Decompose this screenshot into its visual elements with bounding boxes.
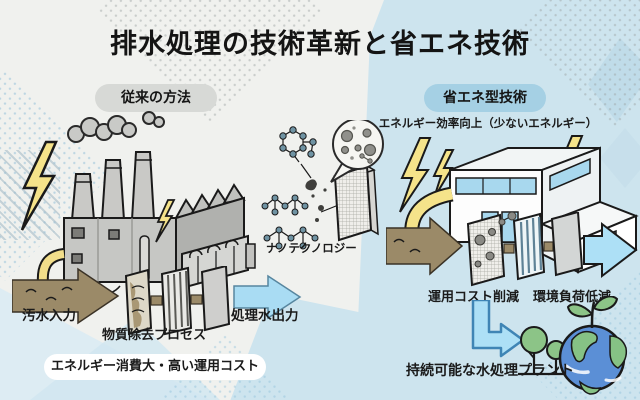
clean-water-arrow-icon: [233, 274, 302, 320]
clean-water-arrow-icon: [583, 221, 638, 279]
removal-process-label: 物質除去プロセス: [102, 328, 207, 343]
legacy-flow-illustration: [12, 266, 302, 336]
env-load-label: 環境負荷低減: [533, 290, 612, 305]
sustainable-plant-label: 持続可能な水処理プラント: [406, 363, 574, 379]
efficiency-subtitle: エネルギー効率向上（少ないエネルギー）: [378, 116, 598, 130]
treated-output-label: 処理水出力: [231, 308, 299, 324]
legacy-cost-pill: エネルギー消費大・高い運用コスト: [44, 354, 266, 380]
factory-illustration: [20, 111, 256, 293]
nanotech-illustration: [261, 120, 384, 250]
waste-arrow-icon: [12, 267, 120, 325]
waste-arrow-icon: [386, 216, 464, 276]
nanotech-label: ナノテクノロジー: [266, 241, 357, 255]
down-right-arrow-icon: [471, 300, 525, 358]
page-title: 排水処理の技術革新と省エネ技術: [110, 29, 530, 60]
eco-flow-illustration: [386, 212, 638, 287]
cost-reduction-label: 運用コスト削減: [428, 290, 520, 305]
legacy-method-badge: 従来の方法: [95, 84, 217, 112]
eco-tech-badge: 省エネ型技術: [424, 84, 546, 112]
hatch-lines: [0, 150, 60, 240]
sustainable-earth-illustration: [518, 296, 628, 395]
waste-input-label: 汚水入力: [22, 308, 76, 324]
